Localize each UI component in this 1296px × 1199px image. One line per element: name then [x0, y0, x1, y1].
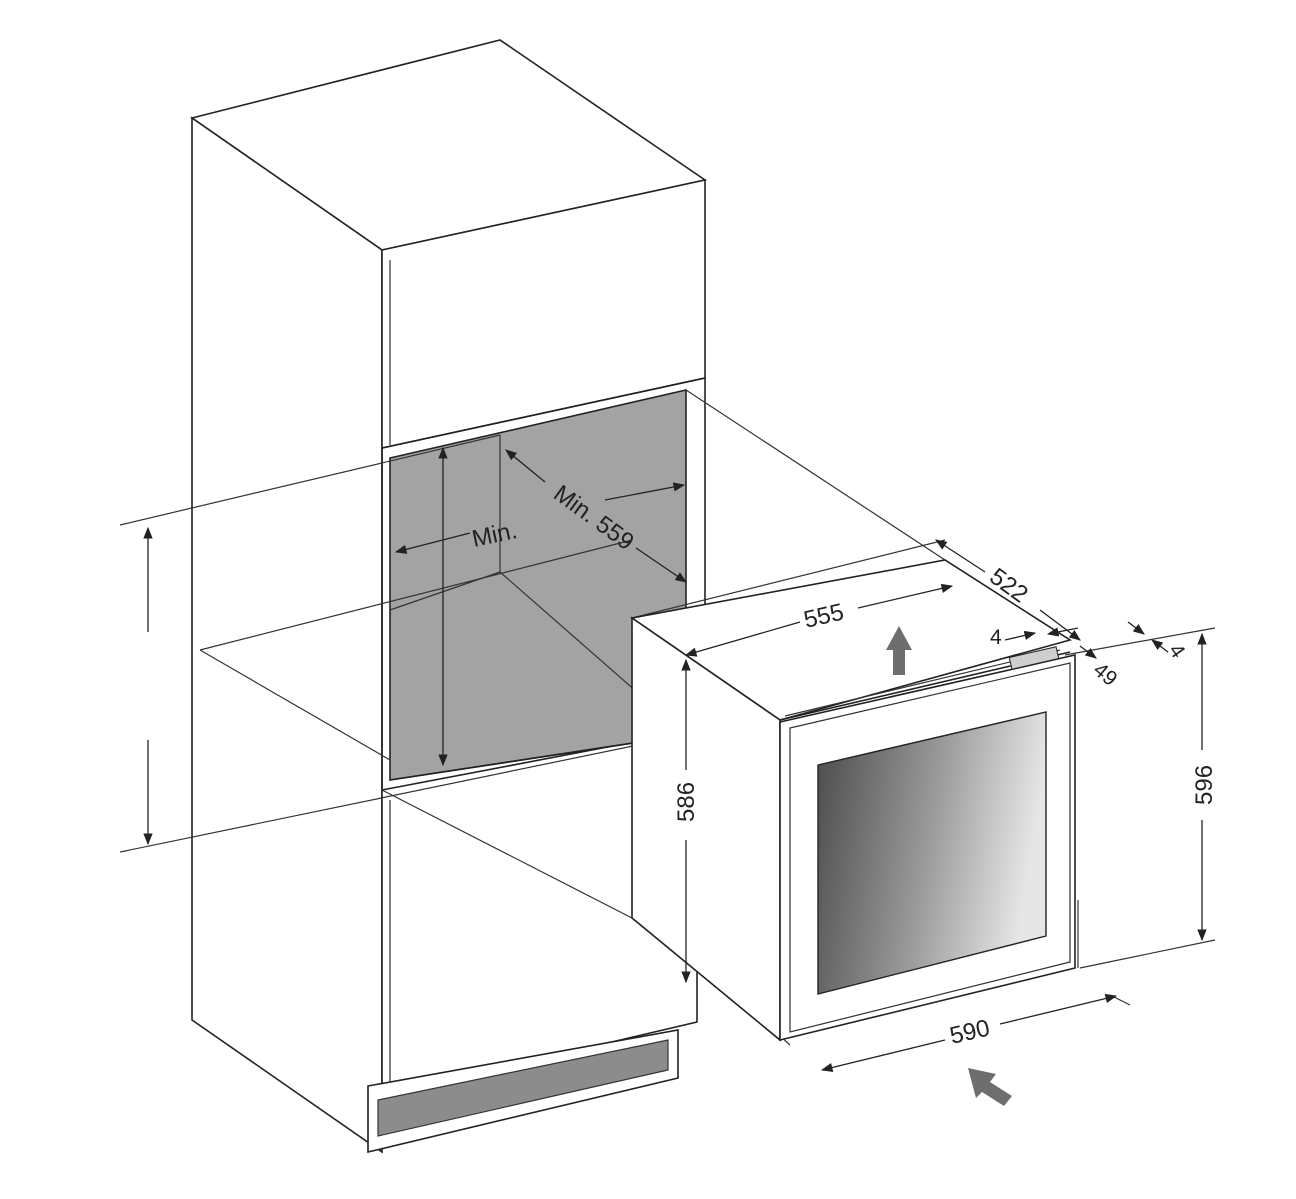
label-height-586: 586	[673, 782, 700, 822]
label-width-590: 590	[947, 1015, 992, 1050]
installation-niche	[381, 377, 706, 790]
appliance	[629, 559, 1079, 1042]
cabinet-left-side	[191, 116, 383, 1154]
label-gap-4-top: 4	[990, 626, 1002, 649]
label-height-596: 596	[1191, 765, 1218, 805]
extension-lines	[119, 389, 1216, 1046]
cabinet-plinth-recess	[377, 1039, 669, 1137]
dimension-lines	[143, 446, 1207, 1073]
tall-cabinet	[190, 39, 707, 1154]
airflow-in-arrow-icon	[968, 1068, 1012, 1106]
control-panel	[1008, 646, 1060, 670]
airflow-up-arrow-icon	[886, 626, 912, 675]
label-depth-49: 49	[1089, 658, 1122, 691]
door-frame	[789, 662, 1071, 1033]
door-glass-window	[817, 711, 1047, 995]
label-gap-4-side: 4	[1164, 640, 1190, 663]
